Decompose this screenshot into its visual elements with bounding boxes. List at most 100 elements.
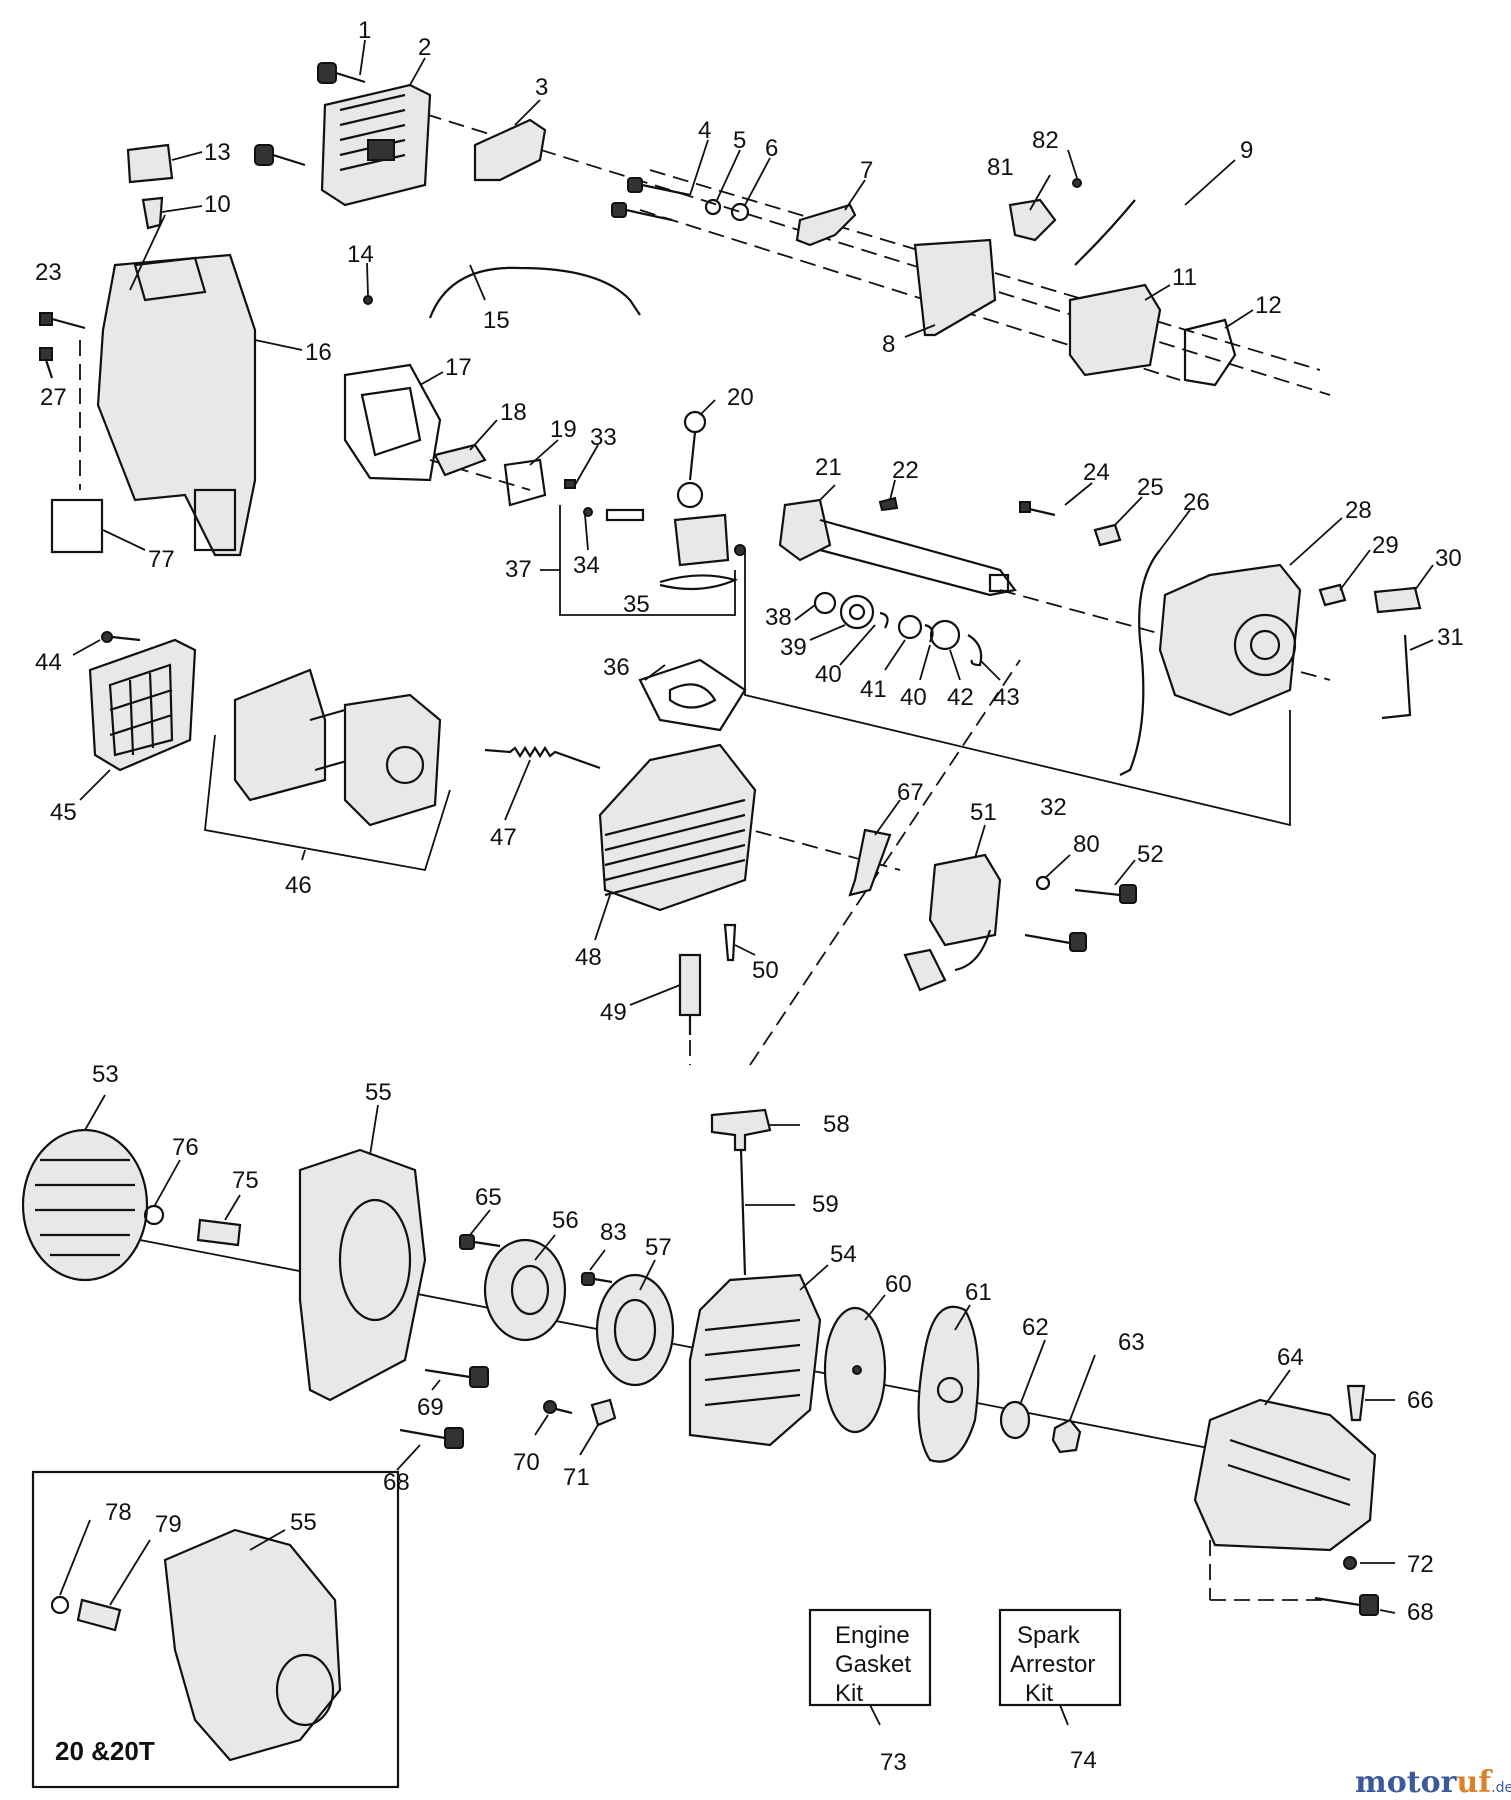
label-52: 52 <box>1137 841 1164 868</box>
label-20: 20 <box>727 384 754 411</box>
bearing-part-39-icon <box>839 594 875 630</box>
flywheel-part-53-icon <box>21 1128 149 1282</box>
label-58: 58 <box>823 1111 850 1138</box>
screw-part-66-icon <box>1346 1384 1366 1422</box>
screw-part-70-icon <box>543 1400 573 1415</box>
bracket-part-7-icon <box>795 203 857 247</box>
label-17: 17 <box>445 354 472 381</box>
label-27: 27 <box>40 384 67 411</box>
clutch-housing-part-64-icon <box>1193 1398 1377 1552</box>
wire-part-26-icon <box>1119 549 1161 776</box>
bracket-32-outline <box>744 550 1291 827</box>
label-68b: 68 <box>1407 1599 1434 1626</box>
label-30: 30 <box>1435 545 1462 572</box>
washer-part-5-icon <box>704 198 722 216</box>
label-6: 6 <box>765 135 778 162</box>
engine-gasket-kit-line3: Kit <box>835 1680 863 1707</box>
nut-part-72-icon <box>1343 1556 1357 1570</box>
part-71-icon <box>590 1398 617 1427</box>
screw-part-14-icon <box>363 295 373 305</box>
watermark-logo: motoruf.de <box>1355 1765 1511 1800</box>
muffler-part-2-icon <box>320 83 432 207</box>
label-67: 67 <box>897 779 924 806</box>
label-18: 18 <box>500 399 527 426</box>
label-45: 45 <box>50 799 77 826</box>
fuel-cap-part-13-icon <box>126 143 174 184</box>
label-38: 38 <box>765 604 792 631</box>
label-49: 49 <box>600 999 627 1026</box>
bearing-part-41-icon <box>897 614 923 640</box>
engine-gasket-kit: Engine Gasket Kit <box>808 1608 932 1707</box>
label-4: 4 <box>698 117 711 144</box>
bracket-46-outline <box>204 734 451 872</box>
air-filter-assembly-part-46-icon <box>233 668 442 827</box>
label-81: 81 <box>987 154 1014 181</box>
label-22: 22 <box>892 457 919 484</box>
label-48: 48 <box>575 944 602 971</box>
label-40b: 40 <box>900 684 927 711</box>
label-9: 9 <box>1240 137 1253 164</box>
label-59: 59 <box>812 1191 839 1218</box>
key-part-31-icon <box>1381 634 1412 720</box>
washer-part-38-icon <box>813 591 837 615</box>
label-74: 74 <box>1070 1747 1097 1774</box>
part-77-box <box>50 498 104 554</box>
screw-part-69-icon <box>424 1366 489 1388</box>
clip-part-25-icon <box>1093 523 1122 547</box>
ring-part-35-icon <box>659 574 739 591</box>
watermark-text: motoruf.de <box>1355 1765 1511 1800</box>
label-76: 76 <box>172 1134 199 1161</box>
screws-part-52-icon <box>1024 884 1137 952</box>
spark-arrestor-kit-line2: Arrestor <box>1010 1651 1095 1678</box>
label-73: 73 <box>880 1749 907 1776</box>
cylinder-part-48-icon <box>598 743 757 912</box>
label-60: 60 <box>885 1271 912 1298</box>
screw-part-29-icon <box>1318 583 1347 607</box>
label-75: 75 <box>232 1167 259 1194</box>
crankshaft-part-21-icon <box>778 498 1017 597</box>
washer-part-78-icon <box>50 1595 70 1615</box>
label-40a: 40 <box>815 661 842 688</box>
air-filter-cover-part-45-icon <box>88 638 197 772</box>
label-7: 7 <box>860 157 873 184</box>
piston-icon <box>673 513 730 567</box>
label-70: 70 <box>513 1449 540 1476</box>
label-51: 51 <box>970 799 997 826</box>
label-65: 65 <box>475 1184 502 1211</box>
label-1: 1 <box>358 17 371 44</box>
screw-part-44-icon <box>101 631 141 643</box>
clutch-part-61-icon <box>917 1305 980 1463</box>
clip-part-40a-icon <box>879 611 889 629</box>
screw-part-83-icon <box>581 1272 613 1286</box>
inset-20-20T: 20 &20T <box>31 1470 400 1789</box>
washer-part-62-icon <box>999 1400 1031 1440</box>
label-63: 63 <box>1118 1329 1145 1356</box>
label-33: 33 <box>590 424 617 451</box>
part-33-icon <box>564 479 576 489</box>
label-3: 3 <box>535 74 548 101</box>
housing-part-55-inset-icon <box>163 1528 342 1762</box>
label-19: 19 <box>550 416 577 443</box>
label-56: 56 <box>552 1207 579 1234</box>
fuel-tank-part-16-icon <box>96 253 257 557</box>
spark-arrestor-kit-line1: Spark <box>1017 1622 1081 1649</box>
spark-arrestor-kit-line3: Kit <box>1025 1680 1053 1707</box>
label-50: 50 <box>752 957 779 984</box>
rope-part-59-icon <box>739 1149 747 1276</box>
spark-arrestor-kit: Spark Arrestor Kit <box>998 1608 1122 1707</box>
label-43: 43 <box>993 684 1020 711</box>
screw-part-1-icon <box>317 62 366 84</box>
gasket-part-17-icon <box>343 363 442 482</box>
label-24: 24 <box>1083 459 1110 486</box>
washer-part-76-icon <box>143 1204 165 1226</box>
washer-part-6-icon <box>730 202 750 222</box>
screws-part-68-icon <box>399 1427 1379 1616</box>
wrist-pin-part-34-icon <box>583 507 645 522</box>
label-54: 54 <box>830 1241 857 1268</box>
label-82: 82 <box>1032 127 1059 154</box>
label-32: 32 <box>1040 794 1067 821</box>
label-72: 72 <box>1407 1551 1434 1578</box>
nut-part-63-icon <box>1051 1418 1082 1454</box>
label-78: 78 <box>105 1499 132 1526</box>
screw-part-82-icon <box>1072 178 1082 188</box>
